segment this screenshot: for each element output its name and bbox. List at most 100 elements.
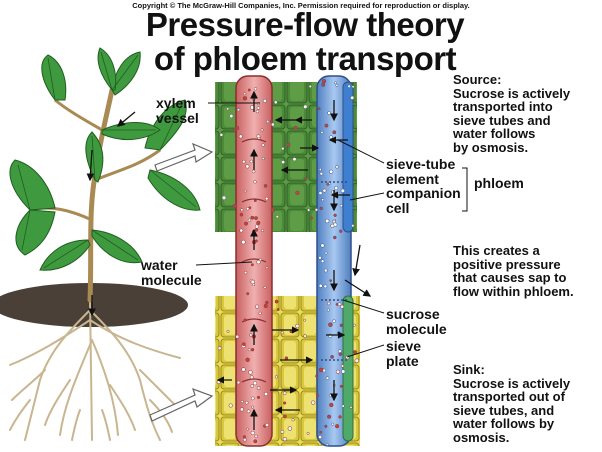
molecule-dot	[318, 367, 324, 373]
molecule-dot	[245, 164, 250, 169]
molecule-dot	[329, 393, 333, 398]
molecule-dot	[340, 364, 345, 368]
molecule-dot	[250, 263, 254, 267]
leaf-veins	[17, 51, 197, 269]
molecule-dot	[262, 98, 267, 103]
molecule-dot	[269, 119, 274, 124]
molecule-dot	[287, 426, 293, 431]
molecule-dot	[304, 177, 308, 181]
molecule-dot	[320, 243, 325, 248]
molecule-dot	[318, 256, 322, 260]
molecule-dot	[280, 331, 284, 335]
molecule-dot	[303, 334, 307, 338]
molecule-dot	[329, 169, 334, 174]
label-water: water	[141, 257, 178, 273]
molecule-dot	[339, 384, 343, 388]
molecule-dot	[246, 427, 249, 431]
molecule-dot	[349, 405, 353, 409]
plant-stem	[87, 87, 115, 303]
molecule-dot	[238, 134, 243, 139]
molecule-dot	[244, 221, 248, 226]
molecule-dot	[235, 126, 240, 131]
molecule-dot	[243, 318, 247, 322]
molecule-dot	[335, 369, 340, 374]
molecule-dot	[306, 431, 310, 435]
sink-heading: Sink:	[453, 362, 485, 377]
label-companion-cell: companion cell	[386, 186, 461, 215]
molecule-dot	[263, 391, 269, 397]
molecule-dot	[321, 198, 325, 202]
molecule-dot	[248, 370, 253, 375]
molecule-dot	[255, 304, 260, 309]
molecule-dot	[318, 283, 323, 288]
molecule-dot	[255, 109, 260, 114]
leaf	[15, 209, 56, 256]
label-companion: companion	[386, 185, 461, 201]
molecule-dot	[281, 160, 286, 165]
molecule-dot	[336, 195, 339, 199]
leaf	[9, 159, 56, 211]
molecule-dot	[250, 348, 255, 352]
molecules	[216, 78, 360, 446]
label-cell: cell	[386, 199, 410, 216]
sink-line: osmosis.	[453, 429, 510, 445]
molecule-dot	[250, 279, 255, 285]
molecule-dot	[330, 223, 335, 228]
sink-line: transported out of	[453, 389, 565, 404]
leaf	[111, 51, 141, 96]
molecule-dot	[323, 284, 328, 289]
molecule-dot	[247, 88, 251, 92]
molecule-dot	[332, 130, 337, 135]
molecule-dot	[317, 107, 321, 111]
molecule-dot	[242, 435, 246, 439]
molecule-dot	[266, 120, 270, 124]
leaf	[85, 131, 104, 183]
molecule-dot	[333, 235, 337, 240]
label-plate: plate	[386, 352, 419, 369]
molecule-dot	[271, 122, 275, 127]
molecule-dot	[316, 394, 319, 398]
molecule-dot	[250, 153, 254, 157]
molecule-dot	[325, 218, 330, 224]
molecule-dot	[295, 323, 300, 329]
vessel-flow-arrows	[250, 90, 372, 430]
molecule-dot	[318, 168, 322, 171]
molecule-dot	[241, 239, 246, 245]
molecule-dot	[246, 292, 250, 296]
label-water-molecule: water molecule	[141, 258, 202, 287]
source-line: sieve tubes and	[453, 112, 551, 128]
sink-line: Sucrose is actively	[453, 375, 571, 391]
pointer-arrow-sink	[149, 388, 214, 422]
label-sucrose-molecule-word: molecule	[386, 320, 447, 337]
label-phloem: phloem	[474, 175, 524, 191]
molecule-dot	[240, 208, 244, 212]
molecule-dot	[339, 323, 344, 327]
molecule-dot	[327, 414, 332, 419]
molecule-dot	[261, 143, 265, 147]
flow-arrow-stem	[86, 149, 95, 182]
molecule-dot	[352, 323, 356, 327]
molecule-dot	[245, 357, 250, 362]
molecule-dot	[219, 133, 224, 137]
molecule-dot	[332, 219, 336, 224]
molecule-dot	[328, 322, 333, 327]
molecule-dot	[293, 125, 298, 130]
molecule-dot	[337, 331, 341, 335]
molecule-dot	[274, 375, 278, 379]
molecule-dot	[256, 395, 261, 399]
pressure-description: This creates a positive pressure that ca…	[453, 244, 574, 298]
molecule-dot	[232, 203, 237, 209]
sink-line: water follows by	[453, 416, 555, 431]
molecule-dot	[250, 384, 255, 388]
molecule-dot	[253, 439, 258, 444]
molecule-dot	[319, 171, 324, 176]
molecule-dot	[283, 401, 287, 405]
companion-cell	[342, 295, 354, 442]
molecule-dot	[341, 369, 346, 374]
branch-right	[94, 148, 161, 182]
molecule-dot	[264, 422, 270, 428]
molecule-dot	[247, 348, 251, 352]
molecule-dot	[324, 251, 328, 255]
molecule-dot	[331, 422, 335, 426]
